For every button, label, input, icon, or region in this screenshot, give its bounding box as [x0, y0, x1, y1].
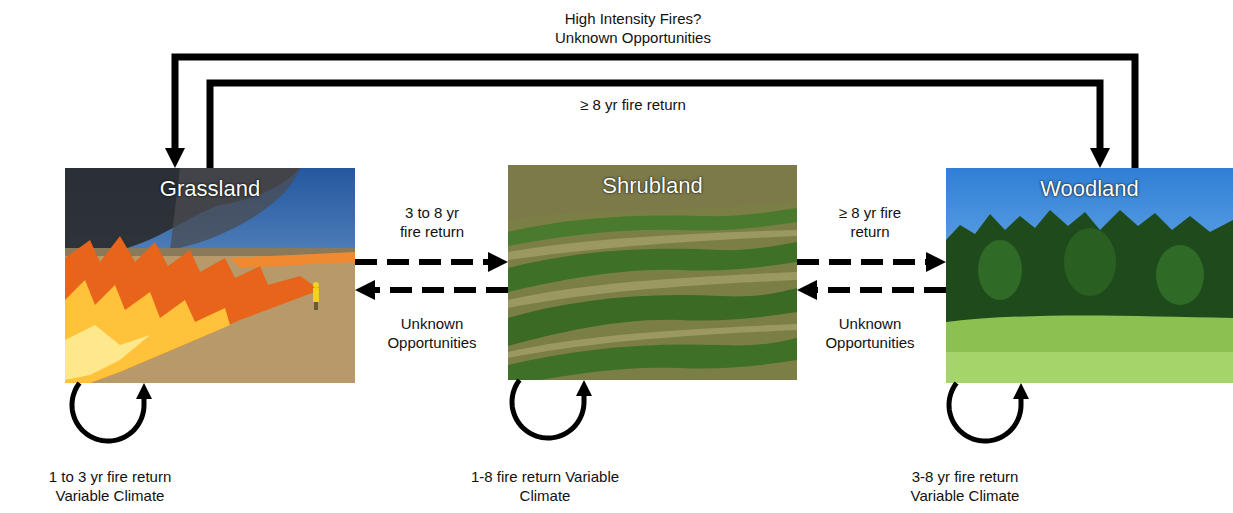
tree-highlight	[978, 240, 1022, 300]
transition-arrow	[797, 259, 927, 265]
state-title: Shrubland	[508, 165, 797, 199]
transition-arrow	[72, 383, 144, 441]
shrub-row	[508, 338, 797, 380]
habitat-state-box: Grassland	[65, 168, 355, 383]
sky	[946, 168, 1233, 383]
habitat-state-box: Woodland	[946, 168, 1233, 383]
transition-label: Unknown Opportunities	[815, 314, 925, 353]
tree-highlight	[1156, 245, 1204, 305]
transition-arrow	[512, 380, 584, 438]
woodland-photo	[946, 168, 1233, 383]
flames-core	[65, 280, 230, 383]
sky	[65, 168, 355, 383]
transition-label: High Intensity Fires? Unknown Opportunit…	[548, 9, 718, 48]
habitat-state-box: Shrubland	[508, 165, 797, 380]
transition-label: 1 to 3 yr fire return Variable Climate	[35, 467, 185, 506]
flames	[65, 236, 320, 383]
state-title: Grassland	[65, 168, 355, 202]
grass-foreground	[946, 352, 1233, 383]
transition-arrow	[374, 287, 508, 293]
transition-label: Unknown Opportunities	[377, 314, 487, 353]
transition-label: ≥ 8 yr fire return	[580, 95, 686, 115]
firefighter-legs	[314, 302, 318, 310]
firefighter-head	[313, 282, 319, 288]
hillside	[508, 165, 797, 380]
shrubland-photo	[508, 165, 797, 380]
upper-hill	[508, 165, 797, 220]
state-title: Woodland	[946, 168, 1233, 202]
transition-arrow	[949, 383, 1021, 441]
transition-arrow	[210, 83, 1100, 168]
transition-arrow	[355, 259, 489, 265]
tree-highlight	[1064, 228, 1116, 296]
transition-arrow	[816, 287, 946, 293]
firefighter-body	[313, 288, 319, 302]
flames-hot	[65, 325, 150, 380]
transition-label: ≥ 8 yr fire return	[833, 203, 908, 242]
transition-label: 3 to 8 yr fire return	[395, 203, 470, 242]
transition-label: 3-8 yr fire return Variable Climate	[890, 467, 1040, 506]
grassland-photo	[65, 168, 355, 383]
grass	[946, 316, 1233, 384]
fire-line	[230, 252, 355, 268]
transition-arrow	[175, 57, 1135, 168]
transition-label: 1-8 fire return Variable Climate	[470, 467, 620, 506]
